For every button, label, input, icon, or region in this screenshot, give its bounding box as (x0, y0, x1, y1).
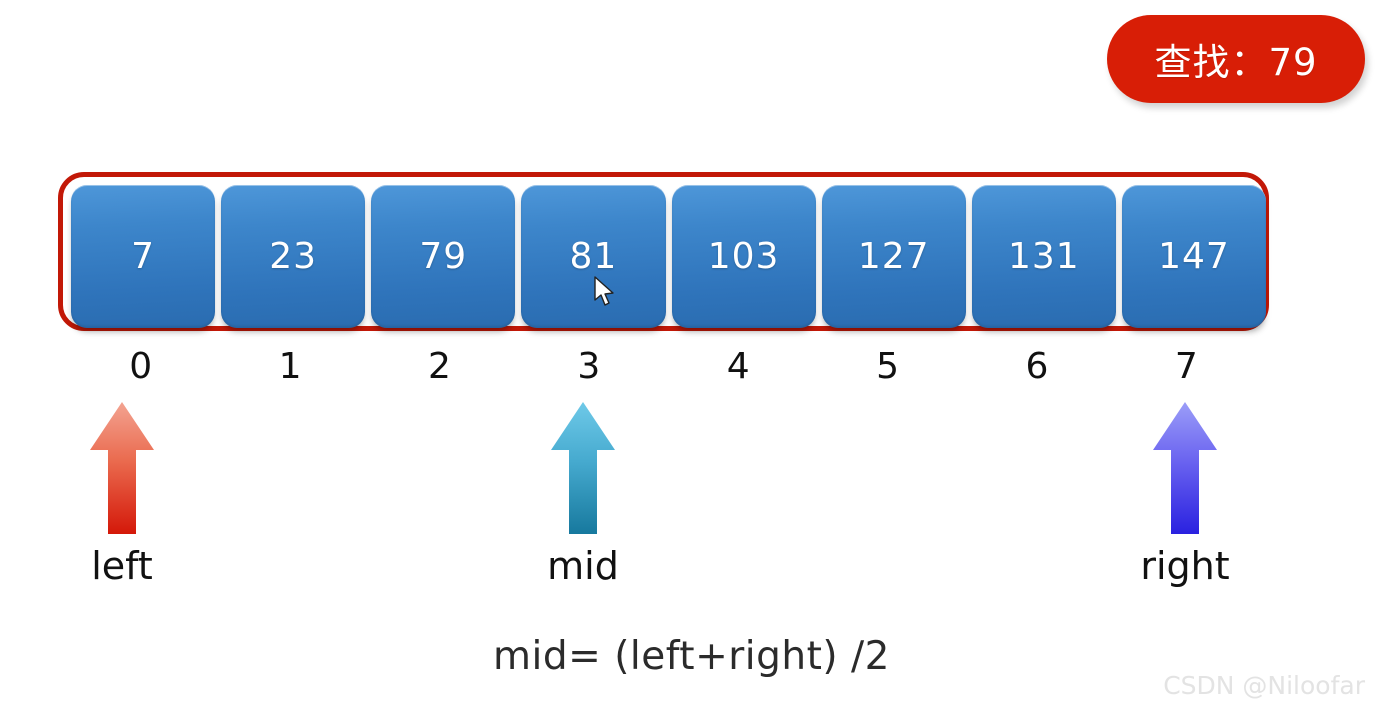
watermark: CSDN @Niloofar (1163, 671, 1365, 700)
array-cell[interactable]: 131 (971, 185, 1116, 328)
array-cell-value: 103 (707, 236, 780, 277)
up-arrow-icon (551, 402, 615, 534)
array-cell[interactable]: 79 (371, 185, 516, 328)
pointer-mid: mid (523, 400, 643, 588)
array-index-row: 0 1 2 3 4 5 6 7 (66, 344, 1261, 390)
array-index-label: 2 (427, 346, 451, 387)
array-cell[interactable]: 127 (821, 185, 966, 328)
pointer-right: right (1125, 400, 1245, 588)
pointer-mid-label: mid (547, 544, 619, 588)
array-index-label: 4 (726, 346, 750, 387)
array-container: 7 23 79 81 103 127 131 147 (58, 172, 1269, 331)
array-cell[interactable]: 7 (71, 185, 216, 328)
mid-formula: mid= (left+right) /2 (493, 634, 890, 679)
array-index-label: 0 (129, 346, 153, 387)
array-index-label: 3 (577, 346, 601, 387)
array-cell[interactable]: 103 (671, 185, 816, 328)
array-cell-value: 131 (1007, 236, 1080, 277)
array-cell-value: 23 (269, 236, 318, 277)
pointer-left: left (62, 400, 182, 588)
array-cell-value: 81 (569, 236, 618, 277)
array-cell[interactable]: 81 (521, 185, 666, 328)
array-cell-value: 7 (131, 236, 156, 277)
array-index-label: 1 (278, 346, 302, 387)
array-cell-value: 147 (1158, 236, 1230, 277)
pointer-left-label: left (91, 544, 153, 588)
array-cell[interactable]: 147 (1121, 185, 1266, 328)
array-cell-list: 7 23 79 81 103 127 131 147 (71, 185, 1266, 328)
array-cell[interactable]: 23 (221, 185, 366, 328)
array-cell-value: 79 (419, 236, 468, 277)
pointer-right-label: right (1140, 544, 1230, 588)
array-index-label: 7 (1174, 346, 1198, 387)
search-target-label: 查找：79 (1154, 41, 1318, 84)
up-arrow-icon (1153, 402, 1217, 534)
array-cell-value: 127 (857, 236, 930, 277)
up-arrow-icon (90, 402, 154, 534)
search-target-badge: 查找：79 (1107, 15, 1365, 103)
array-index-label: 5 (876, 346, 900, 387)
array-index-label: 6 (1025, 346, 1049, 387)
